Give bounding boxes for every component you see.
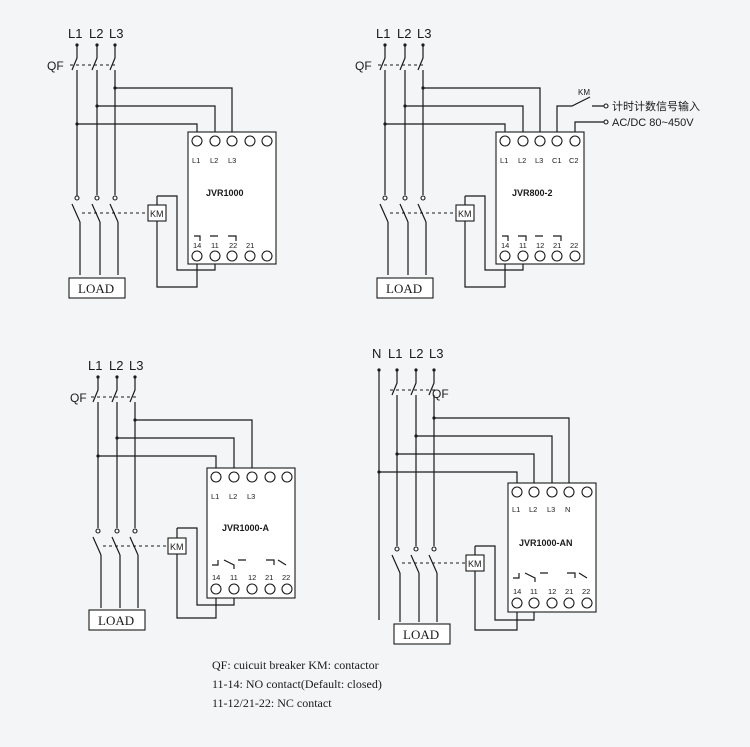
terminal-label: 14: [501, 241, 509, 250]
load-label: LOAD: [98, 613, 134, 628]
terminal-label: L3: [247, 492, 255, 501]
terminal-label: 22: [229, 241, 237, 250]
legend-line: QF: cuicuit breaker KM: contactor: [212, 658, 379, 672]
terminal-label: 22: [282, 573, 290, 582]
breaker-label: QF: [432, 387, 449, 401]
phase-label-l2: L2: [109, 358, 123, 373]
terminal-label: 21: [553, 241, 561, 250]
legend-line: 11-14: NO contact(Default: closed): [212, 677, 382, 691]
terminal-label: 21: [265, 573, 273, 582]
terminal-label: 11: [211, 241, 219, 250]
km-switch-label: KM: [578, 88, 590, 97]
terminal-label: L2: [229, 492, 237, 501]
phase-label-l3: L3: [429, 346, 443, 361]
relay-jvr1000-an: [507, 482, 597, 613]
phase-label-l3: L3: [417, 26, 431, 41]
diagram-jvr800-2: L1 L2 L3 QF KM 计时计数信号输入 AC/DC 80~450V KM…: [355, 26, 700, 299]
terminal-label: 11: [519, 241, 527, 250]
relay-jvr1000: [187, 131, 277, 265]
terminal-label: 11: [530, 587, 538, 596]
phase-label-l2: L2: [397, 26, 411, 41]
phase-label-l1: L1: [88, 358, 102, 373]
terminal-label: L3: [535, 156, 543, 165]
contactor-label: KM: [468, 559, 482, 569]
terminal-label: 12: [536, 241, 544, 250]
terminal-label: L3: [228, 156, 236, 165]
terminal-label: N: [565, 505, 570, 514]
contactor-label: KM: [458, 209, 472, 219]
diagram-jvr1000: L1 L2 L3 QF KM LOAD L1 L2 L3 JVR1000 14 …: [47, 26, 277, 299]
terminal-label: 22: [582, 587, 590, 596]
signal-input-label: 计时计数信号输入: [612, 99, 700, 113]
phase-label-n: N: [372, 346, 381, 361]
diagram-jvr1000-an: N L1 L2 L3 QF KM LOAD L1 L2 L3 N JVR1000…: [372, 346, 597, 645]
load-label: LOAD: [386, 281, 422, 296]
legend: QF: cuicuit breaker KM: contactor 11-14:…: [212, 656, 382, 713]
terminal-label: 14: [193, 241, 201, 250]
terminal-label: 12: [548, 587, 556, 596]
breaker-label: QF: [355, 59, 372, 73]
terminal-label: L1: [211, 492, 219, 501]
phase-label-l3: L3: [109, 26, 123, 41]
terminal-label: 14: [513, 587, 521, 596]
diagram-jvr1000-a: L1 L2 L3 QF KM LOAD L1 L2 L3 JVR1000-A 1…: [70, 358, 296, 631]
load-label: LOAD: [403, 627, 439, 642]
terminal-label: C1: [552, 156, 562, 165]
signal-voltage-label: AC/DC 80~450V: [612, 117, 694, 129]
terminal-label: 22: [570, 241, 578, 250]
terminal-label: L2: [529, 505, 537, 514]
terminal-label: L2: [518, 156, 526, 165]
terminal-label: 21: [246, 241, 254, 250]
contactor-label: KM: [150, 209, 164, 219]
terminal-label: C2: [569, 156, 579, 165]
terminal-label: L1: [500, 156, 508, 165]
terminal-label: L2: [210, 156, 218, 165]
terminal-label: 14: [212, 573, 220, 582]
terminal-label: L3: [547, 505, 555, 514]
terminal-label: 12: [248, 573, 256, 582]
phase-label-l2: L2: [89, 26, 103, 41]
relay-model: JVR1000-A: [222, 523, 270, 533]
legend-line: 11-12/21-22: NC contact: [212, 696, 332, 710]
phase-label-l1: L1: [68, 26, 82, 41]
terminal-label: L1: [192, 156, 200, 165]
phase-label-l1: L1: [376, 26, 390, 41]
breaker-label: QF: [47, 59, 64, 73]
load-label: LOAD: [78, 281, 114, 296]
relay-model: JVR800-2: [512, 188, 553, 198]
relay-jvr800-2: [495, 131, 585, 265]
phase-label-l1: L1: [388, 346, 402, 361]
terminal-label: L1: [512, 505, 520, 514]
relay-model: JVR1000: [206, 188, 244, 198]
phase-label-l3: L3: [129, 358, 143, 373]
relay-jvr1000-a: [206, 467, 296, 599]
relay-model: JVR1000-AN: [519, 538, 573, 548]
phase-label-l2: L2: [409, 346, 423, 361]
breaker-label: QF: [70, 391, 87, 405]
contactor-label: KM: [170, 542, 184, 552]
terminal-label: 11: [230, 573, 238, 582]
terminal-label: 21: [565, 587, 573, 596]
